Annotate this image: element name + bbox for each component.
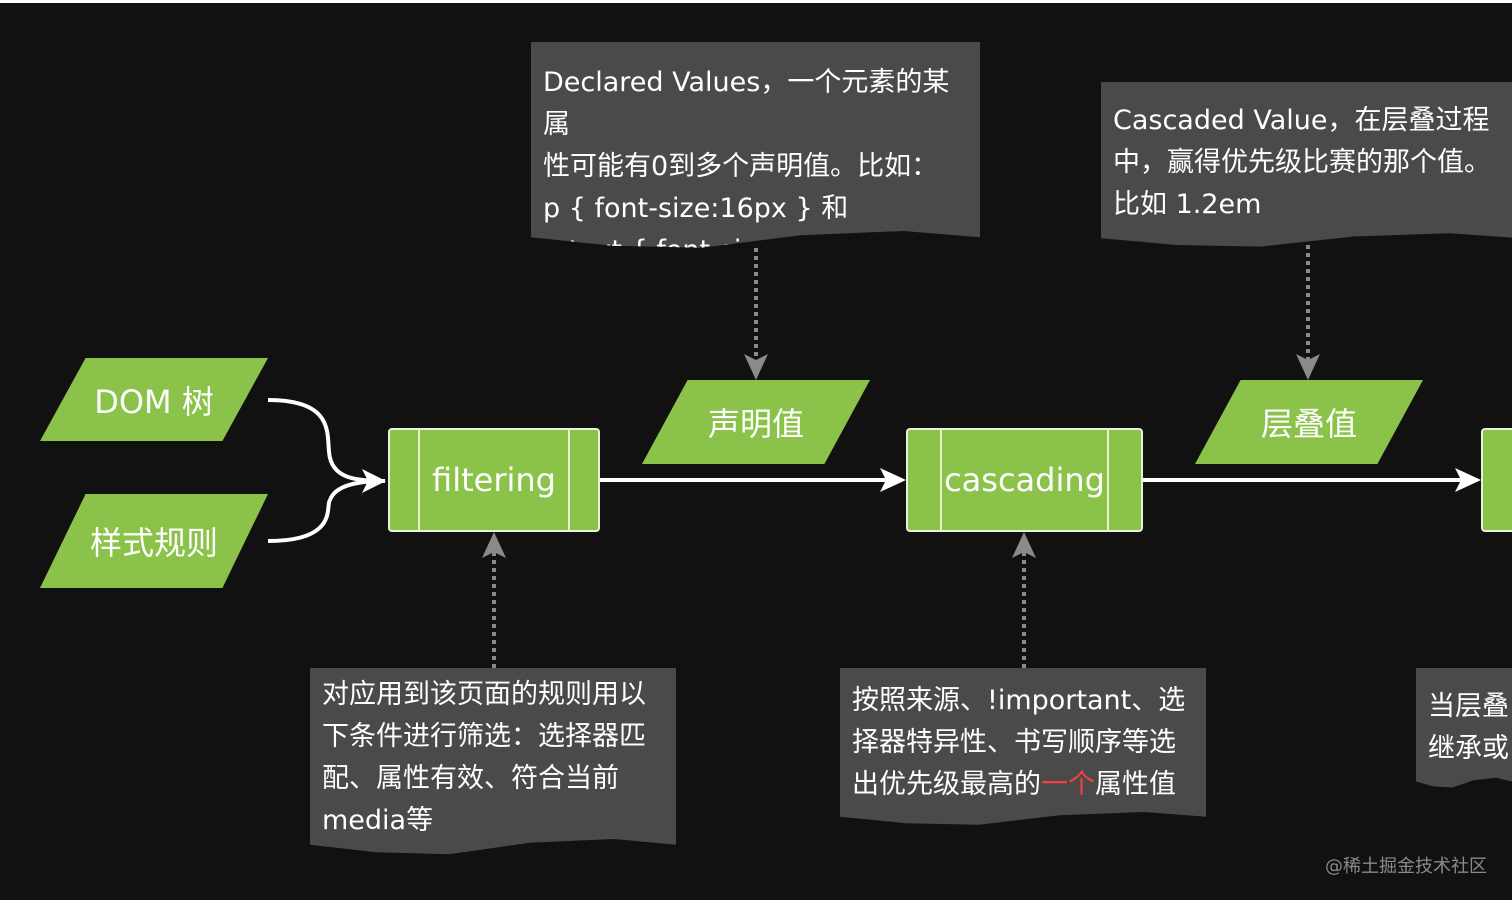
note-highlight: 一个 — [1041, 769, 1095, 800]
node-cascaded-value: 层叠值 — [1195, 380, 1423, 464]
edge-rules-to-filtering — [267, 479, 386, 543]
note-line: 对应用到该页面的规则用以 — [322, 679, 646, 710]
note-line: 性可能有0到多个声明值。比如： — [543, 151, 939, 182]
note-cascaded-value: Cascaded Value，在层叠过程 中，赢得优先级比赛的那个值。 比如 1… — [1101, 82, 1512, 247]
process-cascading: cascading — [906, 428, 1143, 532]
note-line: 继承或 — [1428, 733, 1509, 764]
process-cascading-label: cascading — [944, 461, 1105, 499]
node-style-rules: 样式规则 — [40, 494, 268, 588]
watermark: @稀土掘金技术社区 — [1325, 856, 1487, 877]
node-declared-value-label: 声明值 — [707, 405, 804, 443]
node-style-rules-label: 样式规则 — [89, 524, 218, 562]
note-text: 出优先级最高的 — [852, 769, 1041, 800]
note-line: 下条件进行筛选：选择器匹 — [322, 721, 646, 752]
process-next-cutoff — [1481, 428, 1512, 532]
note-cutoff: 当层叠 继承或 — [1416, 668, 1512, 788]
note-line: 按照来源、!important、选 — [852, 685, 1186, 716]
edge-dom-to-filtering — [267, 398, 386, 483]
process-filtering: filtering — [388, 428, 600, 532]
node-dom-tree: DOM 树 — [40, 358, 268, 441]
note-declared-values: Declared Values，一个元素的某属 性可能有0到多个声明值。比如： … — [531, 42, 980, 248]
note-line: Declared Values，一个元素的某属 — [543, 67, 950, 140]
node-dom-tree-label: DOM 树 — [94, 382, 214, 421]
node-declared-value: 声明值 — [642, 380, 870, 464]
note-line: 配、属性有效、符合当前 — [322, 763, 619, 794]
process-filtering-label: filtering — [432, 461, 556, 499]
note-line: p { font-size:16px } 和 — [543, 193, 849, 224]
note-line: 比如 1.2em — [1113, 189, 1262, 220]
note-line: 中，赢得优先级比赛的那个值。 — [1113, 147, 1491, 178]
note-cascading: 按照来源、!important、选 择器特异性、书写顺序等选 出优先级最高的一个… — [840, 668, 1206, 825]
note-text: 属性值 — [1095, 769, 1176, 800]
top-border-line — [0, 0, 1512, 3]
note-line: Cascaded Value，在层叠过程 — [1113, 105, 1490, 136]
note-line: 择器特异性、书写顺序等选 — [852, 727, 1176, 758]
note-filtering: 对应用到该页面的规则用以 下条件进行筛选：选择器匹 配、属性有效、符合当前 me… — [310, 668, 676, 855]
note-line-3: 出优先级最高的一个属性值 — [852, 764, 1194, 806]
node-cascaded-value-label: 层叠值 — [1260, 405, 1357, 443]
note-line: 当层叠 — [1428, 691, 1509, 722]
note-line: media等 — [322, 805, 434, 836]
